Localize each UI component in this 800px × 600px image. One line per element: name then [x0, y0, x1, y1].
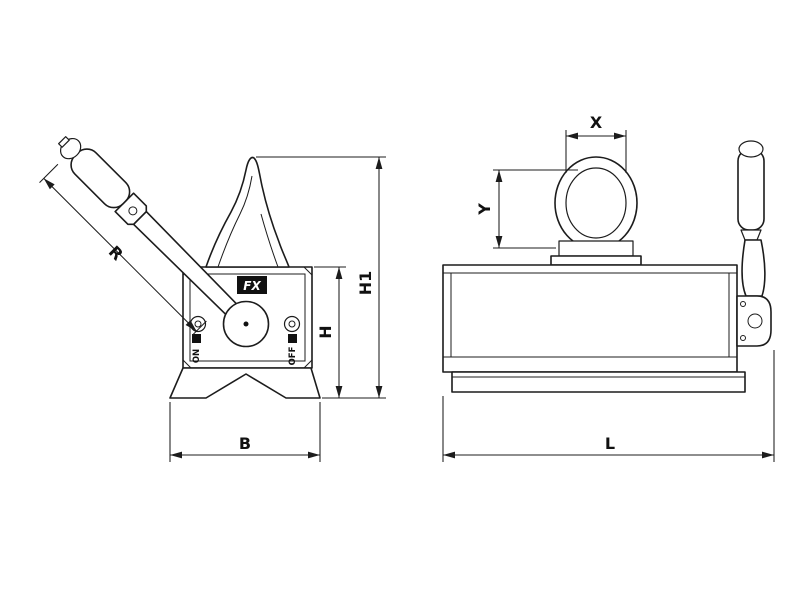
- fx-logo-text: FX: [243, 279, 261, 293]
- pivot-hub: [222, 300, 270, 348]
- off-marking: OFF: [288, 334, 298, 365]
- dimension-h1: H1: [256, 156, 386, 399]
- v-base: [169, 367, 321, 399]
- side-handle: [736, 140, 772, 347]
- pivot-center: [243, 321, 249, 327]
- right-screw: [283, 315, 301, 333]
- dimension-x: X: [565, 113, 627, 173]
- dim-label-x: X: [590, 113, 603, 132]
- on-label: ON: [192, 349, 202, 363]
- fx-logo: FX: [237, 276, 267, 294]
- dim-label-b: B: [239, 434, 251, 453]
- dim-label-h1: H1: [356, 271, 375, 296]
- dim-label-h: H: [316, 325, 335, 338]
- side-handle-knob: [738, 140, 764, 158]
- dim-label-r: R: [105, 242, 127, 264]
- on-marking: ON: [192, 334, 202, 363]
- lock-on-icon: [192, 334, 201, 343]
- dim-label-y: Y: [475, 203, 494, 216]
- lock-off-icon: [288, 334, 297, 343]
- magnet-body-side: [442, 264, 738, 373]
- side-view: X Y L: [442, 113, 775, 462]
- handle-lever: [58, 136, 241, 319]
- front-view: FX ON OFF H1 H B: [39, 136, 386, 462]
- dimension-y: Y: [475, 169, 578, 249]
- suspension-lug: [205, 156, 290, 268]
- dimension-h: H: [314, 266, 346, 398]
- dimension-b: B: [169, 402, 321, 462]
- off-label: OFF: [288, 346, 298, 365]
- bottom-plate: [451, 371, 746, 393]
- shackle-base: [550, 240, 642, 266]
- dim-label-l: L: [605, 434, 615, 453]
- handle-bracket: [736, 295, 772, 347]
- dimension-l: L: [442, 350, 775, 462]
- shackle-ring: [554, 156, 638, 250]
